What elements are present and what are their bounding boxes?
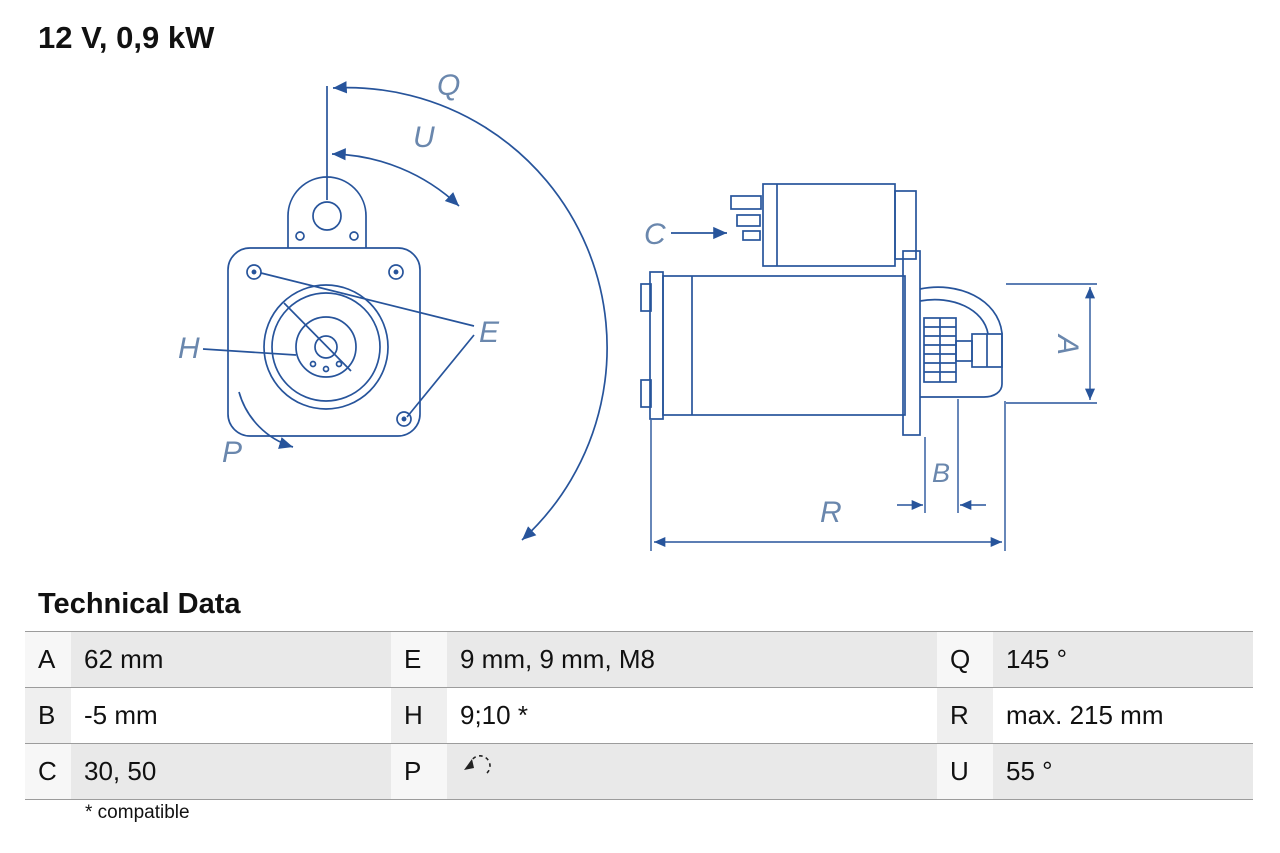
terminal bbox=[742, 230, 761, 241]
table-row: A 62 mm E 9 mm, 9 mm, M8 Q 145 ° bbox=[25, 632, 1253, 688]
label-u: U bbox=[413, 121, 435, 154]
spec-value-e: 9 mm, 9 mm, M8 bbox=[447, 632, 937, 687]
spec-value-c: 30, 50 bbox=[71, 744, 391, 799]
boss-circle bbox=[271, 292, 381, 402]
leader-line-e1 bbox=[260, 272, 475, 327]
hub-circle bbox=[295, 316, 357, 378]
shaft-hole bbox=[314, 335, 338, 359]
spec-key-b: B bbox=[25, 688, 71, 743]
hub-detail-hole bbox=[335, 360, 343, 368]
label-b: B bbox=[932, 458, 950, 488]
label-c: C bbox=[644, 218, 666, 251]
technical-data-heading: Technical Data bbox=[38, 588, 241, 620]
spec-value-b: -5 mm bbox=[71, 688, 391, 743]
end-cap-tab bbox=[640, 283, 652, 312]
rotation-arrow-p bbox=[238, 391, 294, 449]
label-r: R bbox=[820, 496, 842, 529]
technical-drawing: Q U H E P C A B R bbox=[178, 69, 1097, 551]
spec-value-q: 145 ° bbox=[993, 632, 1253, 687]
bolt-hole-center bbox=[401, 416, 407, 422]
end-cap-tab bbox=[640, 379, 652, 408]
label-e: E bbox=[479, 316, 500, 349]
spec-value-p bbox=[447, 744, 937, 799]
solenoid-end bbox=[894, 190, 917, 260]
tab-detail-hole bbox=[295, 231, 305, 241]
label-a: A bbox=[1051, 333, 1084, 355]
tab-hole bbox=[312, 201, 342, 231]
end-cap bbox=[649, 271, 664, 420]
technical-data-table: A 62 mm E 9 mm, 9 mm, M8 Q 145 ° B -5 mm… bbox=[25, 631, 1253, 800]
tab-detail-hole bbox=[349, 231, 359, 241]
label-q: Q bbox=[437, 69, 460, 102]
terminal bbox=[730, 195, 762, 210]
hub-detail-hole bbox=[309, 360, 317, 368]
terminal bbox=[736, 214, 761, 227]
bolt-hole bbox=[246, 264, 262, 280]
rotation-direction-icon bbox=[464, 754, 491, 774]
spec-key-c: C bbox=[25, 744, 71, 799]
page-title: 12 V, 0,9 kW bbox=[38, 20, 215, 55]
spec-key-e: E bbox=[391, 632, 447, 687]
spec-key-r: R bbox=[937, 688, 993, 743]
spec-value-u: 55 ° bbox=[993, 744, 1253, 799]
footnote: * compatible bbox=[85, 802, 190, 823]
front-view-drawing bbox=[202, 81, 608, 541]
label-h: H bbox=[178, 332, 200, 365]
spec-value-h: 9;10 * bbox=[447, 688, 937, 743]
motor-flange-body bbox=[227, 247, 421, 437]
spec-value-r: max. 215 mm bbox=[993, 688, 1253, 743]
leader-line-h bbox=[202, 348, 297, 356]
label-p: P bbox=[222, 436, 242, 469]
bolt-hole bbox=[396, 411, 412, 427]
angle-arc-u bbox=[331, 148, 460, 207]
spec-key-p: P bbox=[391, 744, 447, 799]
motor-body bbox=[662, 275, 906, 416]
drive-housing bbox=[919, 286, 1003, 398]
spec-key-a: A bbox=[25, 632, 71, 687]
spec-value-a: 62 mm bbox=[71, 632, 391, 687]
shaft bbox=[955, 340, 973, 362]
bolt-hole-center bbox=[251, 269, 257, 275]
table-row: C 30, 50 P U 55 ° bbox=[25, 744, 1253, 800]
side-view-drawing bbox=[640, 183, 1003, 436]
angle-arc-q bbox=[332, 81, 608, 541]
bolt-hole bbox=[388, 264, 404, 280]
spec-key-h: H bbox=[391, 688, 447, 743]
keyway-line bbox=[283, 302, 352, 372]
boss-outer-circle bbox=[263, 284, 389, 410]
mounting-tab bbox=[287, 176, 367, 248]
bolt-hole-center bbox=[393, 269, 399, 275]
leader-line-e2 bbox=[406, 334, 475, 418]
solenoid bbox=[762, 183, 896, 267]
hub-detail-hole bbox=[322, 365, 330, 373]
spec-key-u: U bbox=[937, 744, 993, 799]
drive-housing-inner bbox=[919, 298, 989, 335]
spec-key-q: Q bbox=[937, 632, 993, 687]
mounting-flange-plate bbox=[902, 250, 921, 436]
table-row: B -5 mm H 9;10 * R max. 215 mm bbox=[25, 688, 1253, 744]
dimension-lines bbox=[650, 283, 1097, 551]
